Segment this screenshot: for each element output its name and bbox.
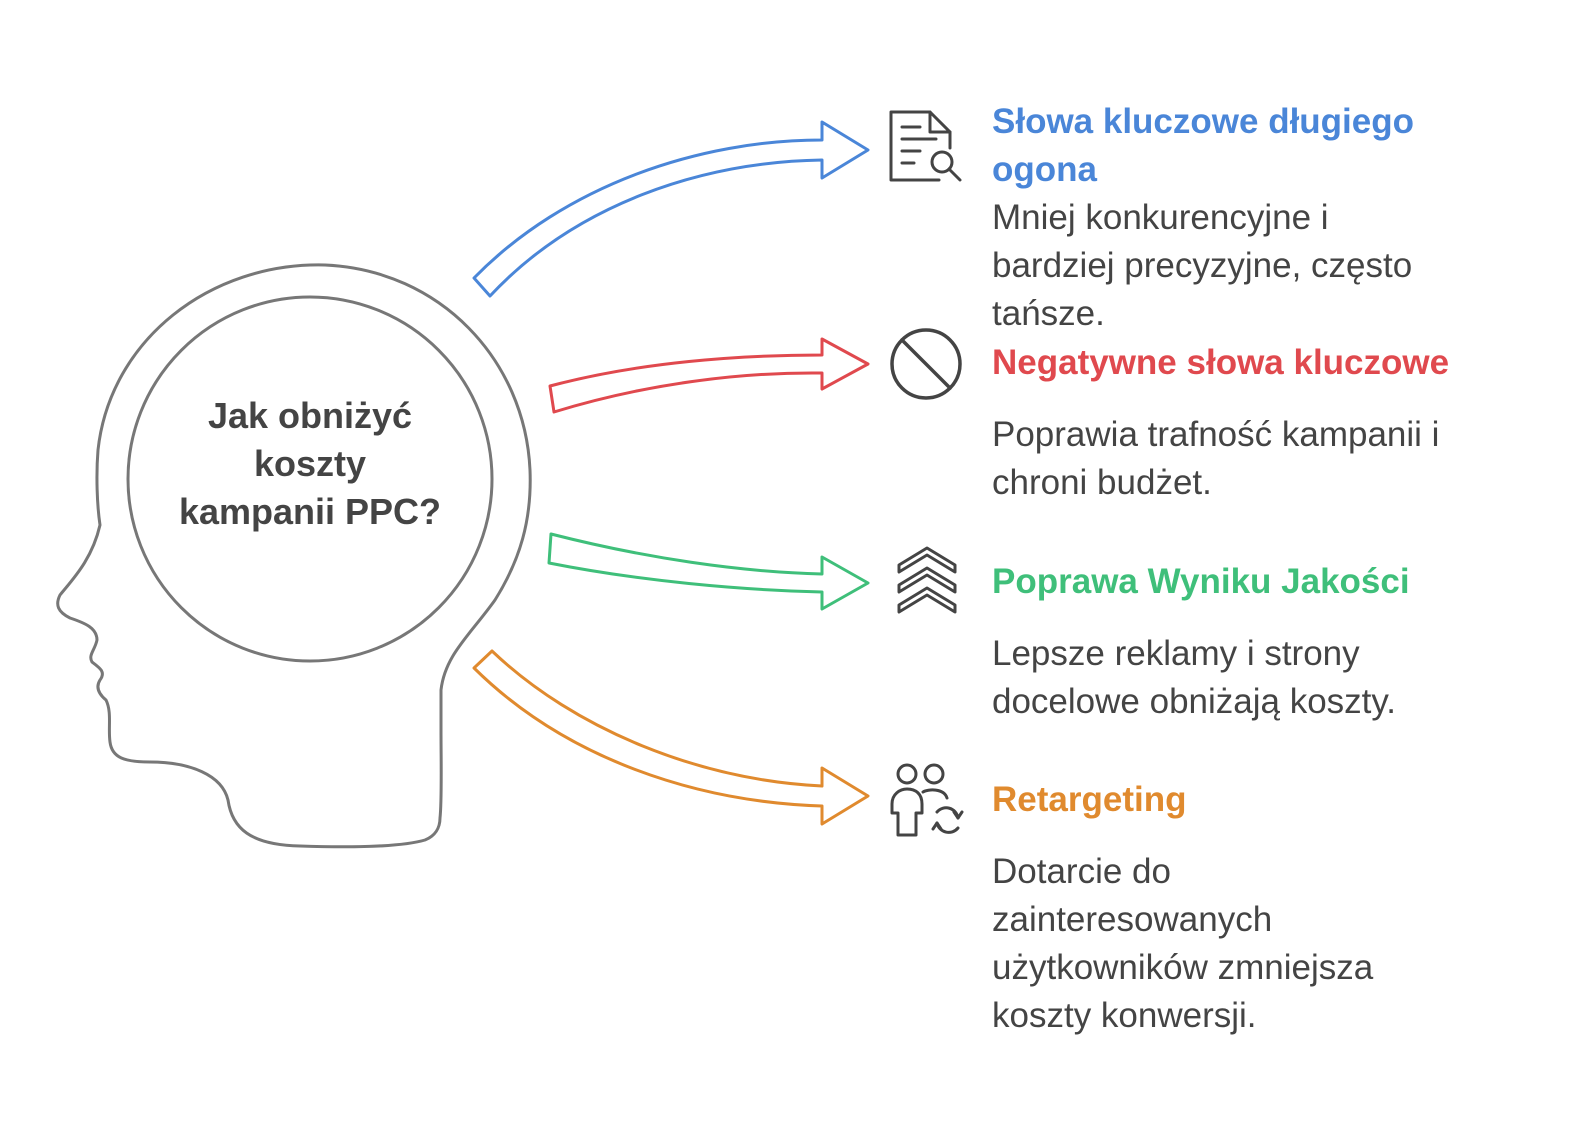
block-icon — [890, 328, 962, 400]
item-description-line: Lepsze reklamy i strony — [992, 634, 1360, 673]
item-description-line: koszty konwersji. — [992, 996, 1257, 1035]
item-title: Poprawa Wyniku Jakości — [992, 558, 1552, 606]
item-description-line: bardziej precyzyjne, często — [992, 246, 1413, 285]
document-search-icon — [889, 110, 962, 182]
item-negative-keywords: Negatywne słowa kluczowe Poprawia trafno… — [992, 339, 1552, 507]
item-description-line: chroni budżet. — [992, 463, 1212, 502]
item-description: Dotarcie do zainteresowanych użytkownikó… — [992, 848, 1552, 1040]
item-description-line: Poprawia trafność kampanii i — [992, 415, 1440, 454]
item-title-line: Retargeting — [992, 780, 1187, 819]
item-quality-score: Poprawa Wyniku Jakości Lepsze reklamy i … — [992, 558, 1552, 726]
central-question-line-3: kampanii PPC? — [178, 491, 442, 532]
central-question-line-1: Jak obniżyć — [207, 395, 413, 436]
item-description-line: zainteresowanych — [992, 900, 1273, 939]
item-description-line: użytkowników zmniejsza — [992, 948, 1374, 987]
arrow-red — [548, 337, 870, 414]
inner-circle — [126, 295, 494, 663]
item-description-line: tańsze. — [992, 294, 1105, 333]
arrow-blue — [472, 120, 870, 298]
users-refresh-icon — [890, 763, 964, 837]
item-title: Negatywne słowa kluczowe — [992, 339, 1552, 387]
central-question-line-2: koszty — [253, 443, 367, 484]
item-long-tail-keywords: Słowa kluczowe długiego ogona Mniej konk… — [992, 98, 1552, 338]
head-outline — [56, 263, 532, 849]
item-description: Poprawia trafność kampanii i chroni budż… — [992, 411, 1552, 507]
arrow-orange — [472, 649, 870, 826]
item-title-line: ogona — [992, 150, 1097, 189]
central-question: Jak obniżyć koszty kampanii PPC? — [150, 392, 470, 536]
item-title: Retargeting — [992, 776, 1552, 824]
item-title-line: Poprawa Wyniku Jakości — [992, 562, 1410, 601]
arrow-green — [547, 532, 870, 611]
item-description-line: Dotarcie do — [992, 852, 1171, 891]
chevrons-up-icon — [897, 546, 957, 614]
item-title-line: Słowa kluczowe długiego — [992, 102, 1414, 141]
item-retargeting: Retargeting Dotarcie do zainteresowanych… — [992, 776, 1552, 1040]
item-title: Słowa kluczowe długiego ogona — [992, 98, 1552, 194]
item-title-line: Negatywne słowa kluczowe — [992, 343, 1450, 382]
item-description: Lepsze reklamy i strony docelowe obniżaj… — [992, 630, 1552, 726]
item-description-line: docelowe obniżają koszty. — [992, 682, 1397, 721]
item-description-line: Mniej konkurencyjne i — [992, 198, 1329, 237]
item-description: Mniej konkurencyjne i bardziej precyzyjn… — [992, 194, 1552, 338]
